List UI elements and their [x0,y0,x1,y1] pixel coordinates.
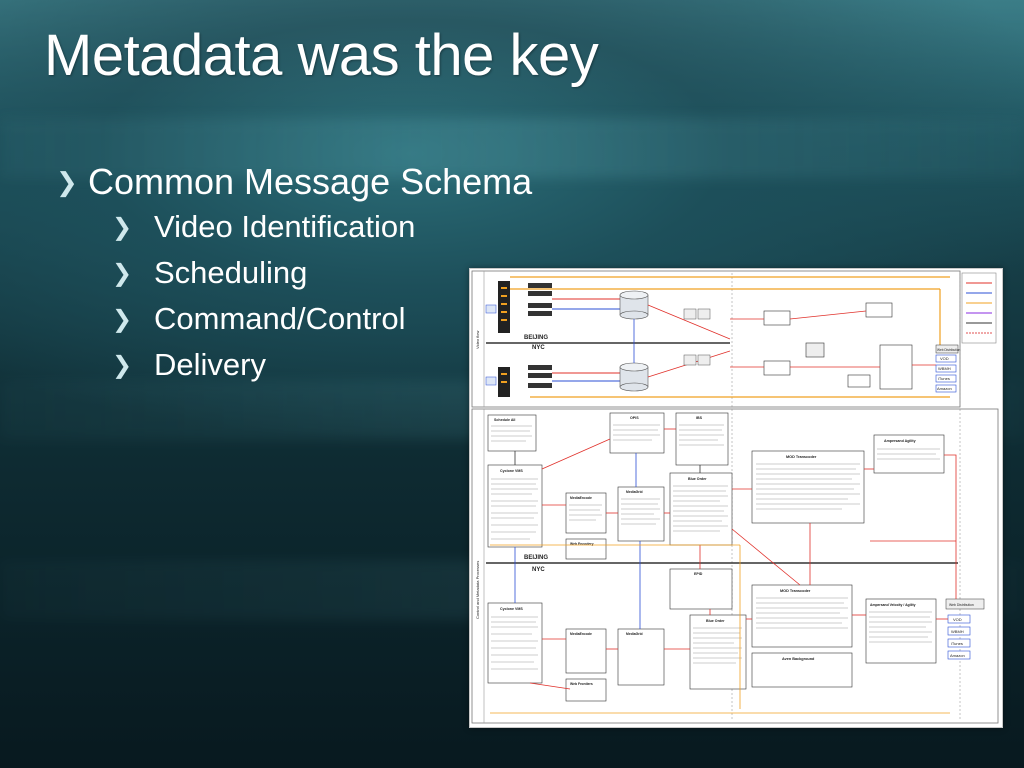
background-light-band [0,118,1024,178]
label-beijing: BEIJING [524,555,548,561]
box-title: MOD Transcoder [786,455,817,459]
box-title: Web Frontiers [570,682,593,686]
opis-box [609,412,665,454]
dest-vod: VOD [940,356,949,361]
box-title: Ampersand Velocity / Agility [870,603,916,607]
dest-vod: VOD [953,617,962,622]
box-title: Aven Background [782,657,815,661]
box-title: Ampersand Agility [884,439,916,443]
cyclone-vms-box [487,602,543,684]
storage-cylinder [619,362,649,392]
box-title: MediaGrid [626,632,643,636]
dest-amazon: Amazon [950,653,965,658]
slide-title: Metadata was the key [44,23,599,88]
box-title: OPIS [630,416,639,420]
dest-wbmh: WBMH [938,366,951,371]
lower-section-frame [471,408,999,724]
bullet-list: ❯ Common Message Schema ❯ Video Identifi… [56,160,532,388]
bullet-level-2: ❯ Scheduling [112,250,532,296]
web-frontiers-box [565,678,607,702]
mod-transcoder-box [763,310,791,326]
box-title: IBS [696,416,703,420]
chevron-right-icon: ❯ [56,166,78,197]
blue-order-box [669,472,733,546]
bullet-text: Common Message Schema [88,161,533,202]
box-title: MediaEncode [570,632,592,636]
mod-transcoder-box [751,584,853,648]
label-beijing: BEIJING [524,335,548,341]
legend-box [961,272,997,344]
box-title: Blue Order [706,619,725,623]
media-grid-box [617,628,665,686]
chevron-right-icon: ❯ [112,259,133,287]
bullet-level-2: ❯ Command/Control [112,296,532,342]
mod-transcoder-box [751,450,865,524]
epid-box [669,568,733,610]
label-nyc: NYC [532,345,545,351]
mod-transcoder-box [763,360,791,376]
label-nyc: NYC [532,567,545,573]
chevron-right-icon: ❯ [112,351,133,379]
architecture-diagram: Video flow Control and Metadata Processe… [469,268,1003,728]
chevron-right-icon: ❯ [112,213,133,241]
web-distribution-label: Web Distribution [937,348,961,352]
schedule-all-box [487,414,537,452]
aven-background-box [751,652,853,688]
ampersand-velocity-box [865,598,937,664]
storage-cylinder [619,290,649,320]
bullet-text: Command/Control [154,301,406,336]
bullet-text: Scheduling [154,255,308,290]
media-encode-box [565,628,607,674]
bullet-level-2: ❯ Delivery [112,342,532,388]
bullet-text: Delivery [154,347,266,382]
bullet-level-2: ❯ Video Identification [112,204,532,250]
ampersand-box [879,344,913,390]
dest-wbmh: WBMH [951,629,964,634]
diagram-svg: Video flow Control and Metadata Processe… [471,270,999,724]
bullet-level-1: ❯ Common Message Schema [56,160,532,204]
box-title: Schedule All [494,418,515,422]
workstation-icon [805,342,825,358]
box-title: MediaGrid [626,490,643,494]
box-title: EPID [694,572,703,576]
bullet-text: Video Identification [154,209,416,244]
side-label-bottom: Control and Metadata Processes [475,561,480,619]
web-distribution-label: Web Distribution [949,603,974,607]
web-encodery-box [565,538,607,560]
dest-itunes: iTunes [938,376,950,381]
box-title: Blue Order [688,477,707,481]
box-title: Web Encodery [570,542,594,546]
box-title: Cyclone VMS [500,607,523,611]
box-title: Cyclone VMS [500,469,523,473]
dest-amazon: Amazon [937,386,952,391]
blue-order-box [689,614,747,690]
chevron-right-icon: ❯ [112,305,133,333]
box-title: MOD Transcoder [780,589,811,593]
box-title: MediaEncode [570,496,592,500]
ibs-box [675,412,729,466]
side-label-top: Video flow [475,331,480,349]
dest-itunes: iTunes [951,641,963,646]
